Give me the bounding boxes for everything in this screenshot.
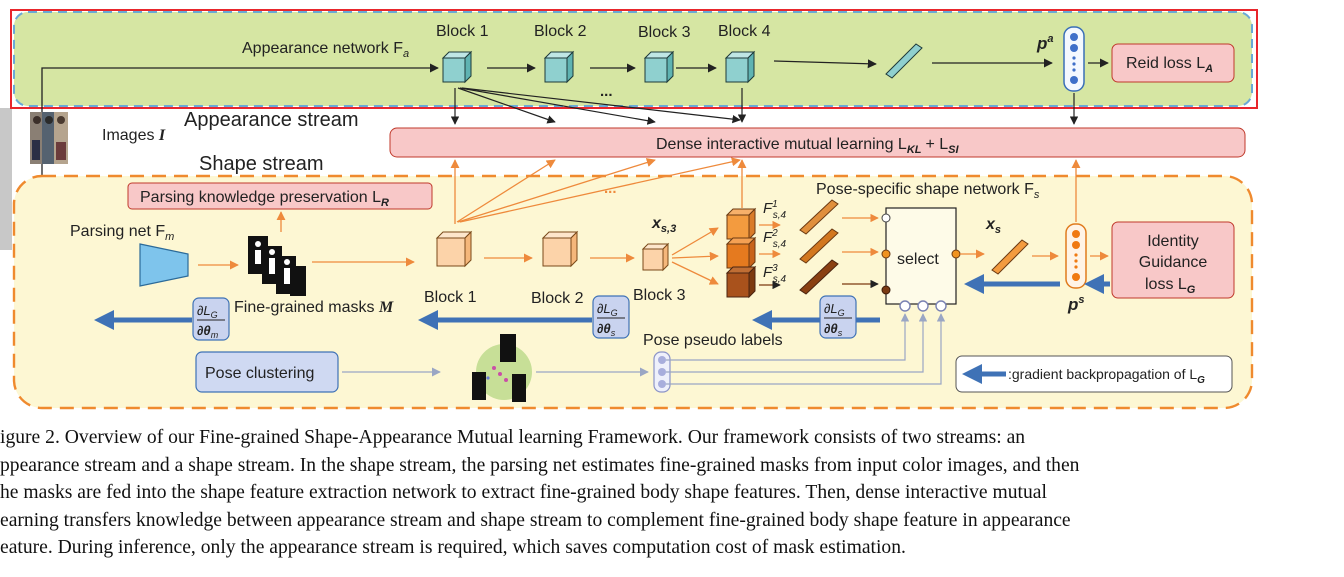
grad-fraction-s2: ∂LG ∂θs (819, 295, 857, 339)
svg-text:∂LG: ∂LG (197, 303, 218, 320)
block3-label: Block 3 (638, 24, 691, 41)
grad-fraction-s1: ∂LG ∂θs (592, 295, 630, 339)
appearance-feature-bar (885, 43, 923, 79)
shape-block-1 (436, 231, 472, 267)
caption-line-1: igure 2. Overview of our Fine-grained Sh… (0, 427, 1026, 448)
identity-loss-line1: Identity (1147, 233, 1199, 250)
pa-label: pa (1036, 33, 1054, 53)
identity-loss-line2: Guidance (1139, 254, 1208, 271)
shape-block1-label: Block 1 (424, 289, 477, 306)
identity-loss-box (1111, 221, 1235, 299)
gradient-legend-label: :gradient backpropagation of LG (1008, 366, 1205, 386)
reid-loss-label: Reid loss LA (1126, 55, 1213, 75)
select-label: select (897, 251, 939, 268)
svg-text:∂LG: ∂LG (597, 301, 618, 318)
block1-label: Block 1 (436, 23, 489, 40)
caption-line-4: earning transfers knowledge between appe… (0, 509, 1071, 531)
pose-pseudo-labels: Pose pseudo labels (643, 332, 783, 349)
shape-stream-label: Shape stream (199, 153, 324, 175)
appearance-network-label: Appearance network Fa (242, 40, 409, 60)
shape-block3-label: Block 3 (633, 287, 686, 304)
left-gray-strip (0, 108, 12, 250)
parsing-preservation-label: Parsing knowledge preservation LR (140, 189, 389, 209)
reid-loss-box (1111, 43, 1235, 83)
appearance-block-4 (725, 51, 755, 83)
dense-learning-label: Dense interactive mutual learning LKL+ L… (656, 136, 960, 156)
shape-block-2 (542, 231, 578, 267)
identity-loss-line3: loss LG (1145, 276, 1196, 296)
block4-label: Block 4 (718, 23, 771, 40)
caption-line-2: ppearance stream and a shape stream. In … (0, 454, 1080, 476)
ps-label: ps (1067, 294, 1085, 314)
appearance-stream-panel (13, 11, 1253, 107)
masks-label: Fine-grained masks M (234, 299, 394, 316)
dense-learning-box (389, 127, 1246, 158)
parsing-net-trapezoid (139, 243, 189, 287)
caption-line-3: he masks are fed into the shape feature … (0, 482, 1047, 504)
shape-feature-bar (991, 239, 1029, 275)
pose-branch-blocks (725, 207, 757, 299)
parsing-net-label: Parsing net Fm (70, 223, 174, 243)
figure-caption: igure 2. Overview of our Fine-grained Sh… (0, 424, 1262, 562)
input-images-thumbnail (30, 112, 68, 164)
images-label: Images I (102, 127, 166, 144)
shape-block-3 (642, 243, 669, 271)
appearance-ellipsis: ... (600, 83, 613, 100)
image-input-line (41, 63, 439, 110)
select-module (885, 207, 957, 305)
pose-network-label: Pose-specific shape network Fs (816, 181, 1040, 201)
grad-fraction-m: ∂LG ∂θm (192, 297, 230, 341)
pose-clustering-box (195, 351, 339, 393)
appearance-block-2 (544, 51, 574, 83)
block2-label: Block 2 (534, 23, 587, 40)
framework-diagram: Appearance network Fa Block 1 Block 2 Bl… (10, 9, 1258, 410)
appearance-stream-label: Appearance stream (184, 109, 359, 131)
x-s-label: xs (985, 216, 1001, 236)
appearance-block-1 (442, 51, 472, 83)
svg-text:∂LG: ∂LG (824, 301, 845, 318)
shape-ellipsis: ... (604, 180, 617, 197)
shape-block2-label: Block 2 (531, 290, 584, 307)
caption-line-5: eature. During inference, only the appea… (0, 537, 906, 559)
appearance-block-3 (644, 51, 674, 83)
pose-clustering-label: Pose clustering (205, 365, 314, 382)
gradient-legend-box (955, 355, 1233, 393)
svg-text:∂θs: ∂θs (597, 321, 616, 338)
svg-text:∂θm: ∂θm (197, 323, 219, 340)
svg-text:∂θs: ∂θs (824, 321, 843, 338)
x-s3-label: xs,3 (651, 215, 676, 235)
parsing-preservation-box (127, 182, 433, 210)
pose-clustering-thumbnail (472, 334, 532, 402)
fine-grained-masks-thumbnail (248, 236, 306, 296)
